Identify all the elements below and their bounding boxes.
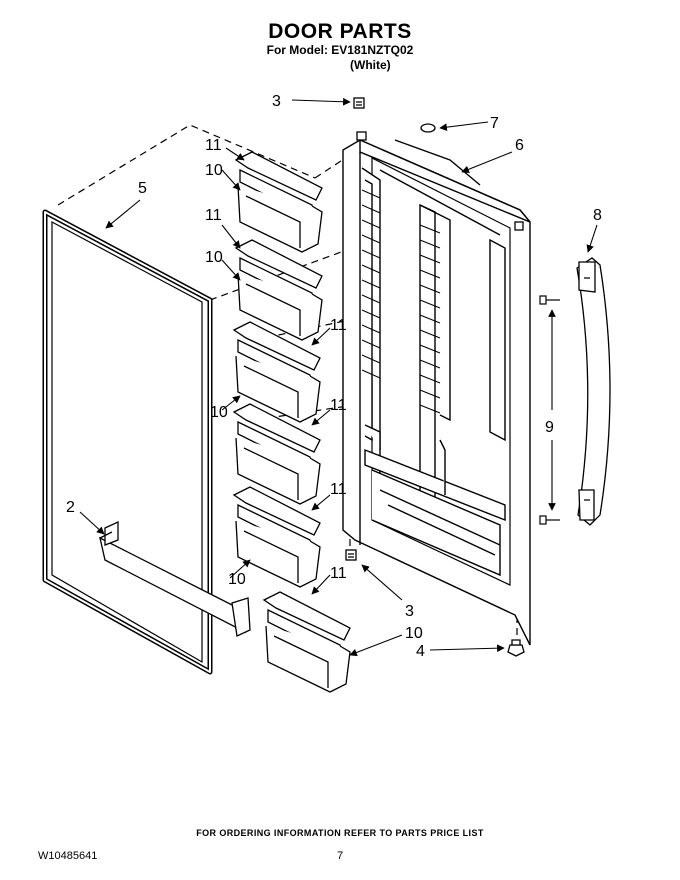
callout-gasket: 5 [138,180,147,197]
document-number: W10485641 [38,850,98,862]
callout-bin-5-upper: 11 [330,481,347,498]
bushing-part [507,639,525,657]
page-number: 7 [337,850,344,862]
callout-bin-5-lower: 10 [228,571,246,588]
door-bin-1 [234,151,323,253]
hinge-cap-top [353,97,367,141]
callout-handle: 8 [593,207,602,224]
callout-plug: 7 [490,115,499,132]
callout-hinge-cap-top: 3 [272,93,281,110]
trim-part [99,520,251,637]
callout-bin-6-lower: 10 [405,625,423,642]
callout-bin-2-upper: 11 [205,207,222,224]
door-bin-3 [232,321,321,423]
page-title: DOOR PARTS [268,20,412,43]
color-label: (White) [350,58,391,72]
handle-screws [539,295,560,525]
callout-bin-1-lower: 10 [205,162,223,179]
callout-door: 6 [515,137,524,154]
leader-lines [79,97,598,657]
callout-bin-2-lower: 10 [205,249,223,266]
callout-trim: 2 [66,499,75,516]
door-bin-6 [262,591,351,693]
door-shelf-ribs [361,189,441,414]
door-bin-4 [232,403,321,505]
door-part [342,138,531,646]
callout-bushing: 4 [416,643,425,660]
door-bin-2 [234,239,323,341]
hinge-cap-bottom [345,221,524,561]
door-bin-5 [232,486,321,588]
callout-bin-6-upper: 11 [330,565,347,582]
handle-part [576,257,611,526]
callout-bin-3-upper: 11 [330,317,347,334]
callout-bin-1-upper: 11 [205,137,222,154]
callout-screws: 9 [545,419,554,436]
ordering-note: FOR ORDERING INFORMATION REFER TO PARTS … [196,828,484,838]
door-gasket-part [42,209,213,675]
callout-bin-4-upper: 11 [330,397,347,414]
callout-hinge-cap-bottom: 3 [405,603,414,620]
plug-part [420,123,436,133]
model-label: For Model: EV181NZTQ02 [266,43,414,57]
callout-bin-3-lower: 10 [210,404,228,421]
